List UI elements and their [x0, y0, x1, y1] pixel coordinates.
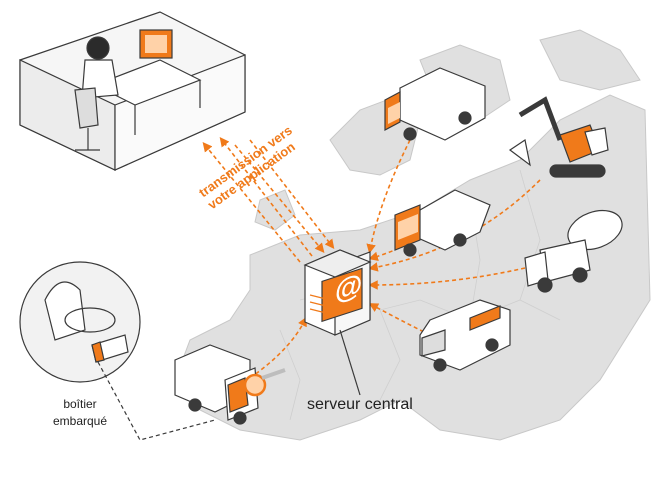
office-room: [19, 11, 246, 171]
onboard-box-label: boîtier embarqué: [40, 396, 120, 430]
transmission-arrows: [202, 136, 335, 263]
server-label: serveur central: [307, 396, 413, 413]
gps-sensor-icon: [243, 373, 267, 397]
tipper-truck-icon: [394, 189, 491, 257]
delivery-truck-icon: [174, 344, 286, 425]
box-connection-line: [97, 361, 216, 441]
driver-illustration: [19, 261, 141, 383]
onboard-box-line-1: boîtier: [63, 397, 97, 411]
vehicle-links: [249, 139, 541, 379]
truck-icon: [384, 67, 486, 141]
onboard-box-line-2: embarqué: [52, 414, 108, 428]
cement-mixer-icon: [524, 209, 623, 293]
office-worker-head: [86, 36, 110, 60]
excavator-icon: [508, 96, 609, 178]
server-icon: [303, 249, 372, 396]
van-icon: [419, 299, 511, 372]
